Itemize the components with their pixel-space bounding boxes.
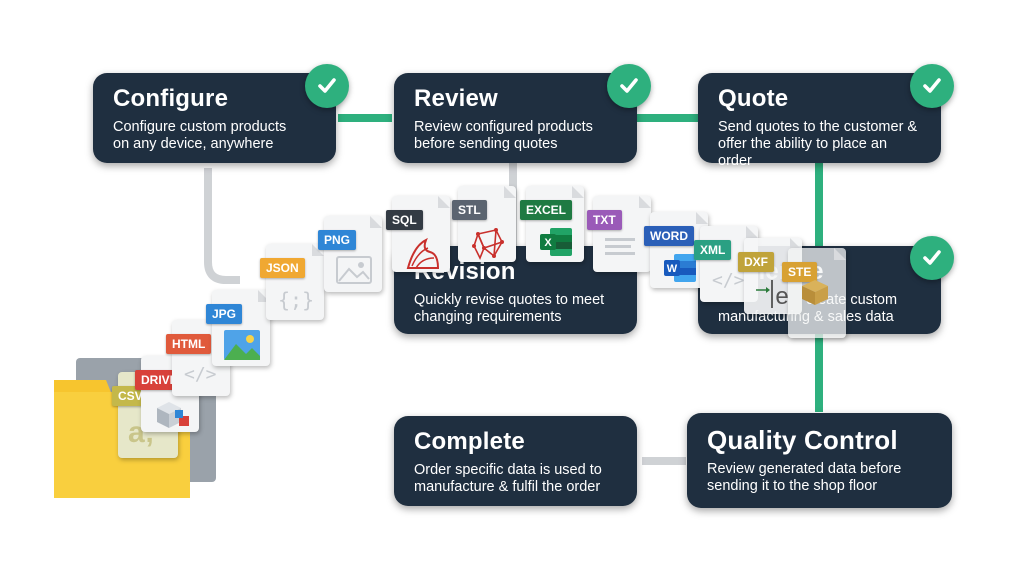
file-label-txt: TXT [587,210,622,230]
connector-configure-revision [204,168,240,284]
word-icon: W [664,254,696,282]
file-label-stl: STL [452,200,487,220]
file-txt: TXT [587,196,651,272]
step-card-quote: Quote Send quotes to the customer & offe… [698,73,941,169]
file-stl: STL [452,186,516,262]
step-desc-quality-2: sending it to the shop floor [707,478,878,494]
file-label-jpg: JPG [206,304,243,324]
step-title-quality: Quality Control [707,425,898,455]
package-icon [802,280,828,305]
file-step: STE [782,248,846,338]
file-label-png: PNG [318,230,357,250]
drive-cube-icon [157,402,189,428]
file-label-word: WORD [644,226,694,246]
step-desc-review-2: before sending quotes [414,136,558,152]
check-icon [910,236,954,280]
step-desc-complete-1: Order specific data is used to [414,462,602,478]
file-label-step: STE [782,262,818,282]
step-card-complete: Complete Order specific data is used to … [394,416,637,506]
database-bird-icon [406,237,440,269]
step-desc-quote-2: offer the ability to place an order [718,136,888,169]
svg-text:W: W [667,263,678,275]
check-icon [910,64,954,108]
json-braces-icon: {;} [278,288,315,312]
code-icon: </> [184,364,217,385]
check-icon [607,64,651,108]
step-desc-revision-2: changing requirements [414,309,562,325]
code-icon: </> [712,270,745,291]
image-outline-icon [336,256,372,284]
file-label-drive: DRIVE [135,370,184,390]
file-jpg: JPG [206,290,270,366]
step-title-review: Review [414,85,498,112]
step-desc-configure-2: on any device, anywhere [113,136,274,152]
step-desc-configure-1: Configure custom products [113,119,287,135]
file-label-excel: EXCEL [520,200,573,220]
step-desc-revision-1: Quickly revise quotes to meet [414,292,605,308]
step-desc-quality-1: Review generated data before [707,461,902,477]
file-png: PNG [318,216,382,292]
step-title-complete: Complete [414,428,525,455]
step-desc-quote-1: Send quotes to the customer & [718,119,918,135]
step-card-quality: Quality Control Review generated data be… [687,413,952,508]
cad-e-icon: e [756,280,789,310]
svg-text:e: e [775,283,788,310]
step-title-quote: Quote [718,85,789,112]
step-card-review: Review Review configured products before… [394,73,637,163]
file-label-json: JSON [260,258,305,278]
text-lines-icon [605,238,635,255]
image-icon [224,330,260,360]
mesh-cube-icon [472,228,504,260]
file-json: JSON {;} [260,244,324,320]
file-label-sql: SQL [386,210,423,230]
file-sql: SQL [386,196,450,272]
file-excel: EXCEL X [520,186,584,262]
file-label-html: HTML [166,334,212,354]
file-label-csv: CSV [112,386,149,406]
step-desc-review-1: Review configured products [414,119,593,135]
step-card-configure: Configure Configure custom products on a… [93,73,336,163]
step-title-configure: Configure [113,85,229,112]
excel-icon: X [540,228,572,256]
file-label-dxf: DXF [738,252,774,272]
step-desc-complete-2: manufacture & fulfil the order [414,479,601,495]
file-label-xml: XML [694,240,732,260]
svg-text:X: X [544,237,552,249]
check-icon [305,64,349,108]
